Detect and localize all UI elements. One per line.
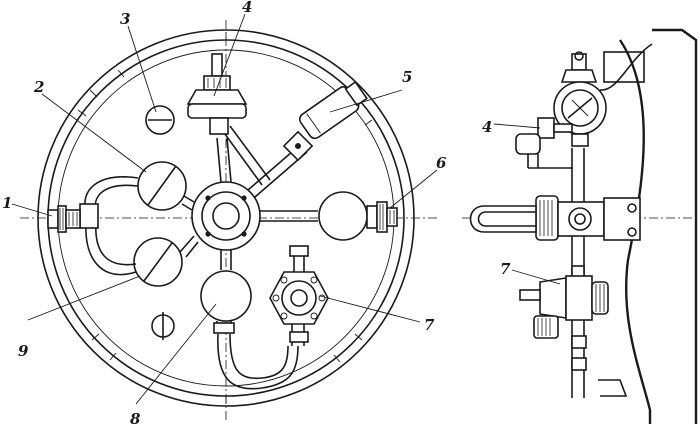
side-manifold (535, 195, 641, 241)
rim-bolts (77, 32, 373, 404)
top-valve (186, 53, 248, 135)
gauge-upper-left-needle (147, 165, 177, 206)
reducer-top-nut (289, 245, 309, 257)
side-u-tube-inner (477, 211, 536, 227)
pipe-to-right-gauge (260, 210, 318, 222)
callout-7-front: 7 (424, 316, 435, 334)
right-connector (366, 201, 398, 233)
reducer-bottom-nut (289, 331, 309, 343)
outer-rim (37, 29, 415, 407)
reducer-ring (281, 280, 317, 316)
side-reducer (519, 265, 609, 371)
callout-9: 9 (18, 342, 29, 360)
callout-6: 6 (436, 154, 447, 172)
reducer-bore (290, 289, 308, 307)
pipe-gauge-lower-left (179, 235, 199, 258)
left-connector (47, 205, 81, 233)
reducer-bolts (272, 276, 326, 320)
wall-outline (652, 28, 698, 424)
side-leader-lines (493, 123, 561, 285)
callout-2: 2 (33, 78, 44, 96)
hub-bolts (205, 195, 247, 237)
bracket-lines (598, 43, 653, 397)
callout-5: 5 (402, 68, 412, 86)
gauge-bottom-nut (213, 322, 235, 334)
pipe-to-bottom-gauge (220, 250, 232, 270)
hub-inner-ring (201, 191, 251, 241)
callout-3: 3 (120, 10, 130, 28)
gauge-bottom (200, 270, 252, 322)
gauge-lower-left-needle (143, 242, 173, 282)
side-valve-4 (515, 117, 573, 169)
front-view: 1 2 3 4 5 6 7 8 9 (2, 0, 447, 428)
callout-7-side: 7 (500, 260, 511, 278)
callout-8: 8 (130, 410, 141, 428)
callout-1: 1 (2, 194, 12, 212)
pipe-gauge-upper-left (181, 195, 195, 211)
pipe-diagonal-4 (221, 125, 271, 186)
hub-bore (212, 202, 240, 230)
bottom-hose (217, 333, 299, 390)
small-valve (282, 130, 314, 162)
upper-bracket (603, 51, 645, 83)
side-view: 4 7 (462, 28, 698, 424)
side-gauge (553, 51, 607, 147)
gauge-cylinder (298, 80, 368, 140)
callout-4-side: 4 (482, 118, 492, 136)
u-loop-tee (79, 203, 99, 229)
side-u-tube (469, 205, 537, 233)
callout-4-front: 4 (242, 0, 252, 16)
gauge-right (318, 191, 368, 241)
pipe-to-top (216, 137, 232, 183)
leader-lines (11, 13, 438, 405)
tank-curve (619, 39, 652, 424)
u-loop-lower (85, 221, 137, 276)
